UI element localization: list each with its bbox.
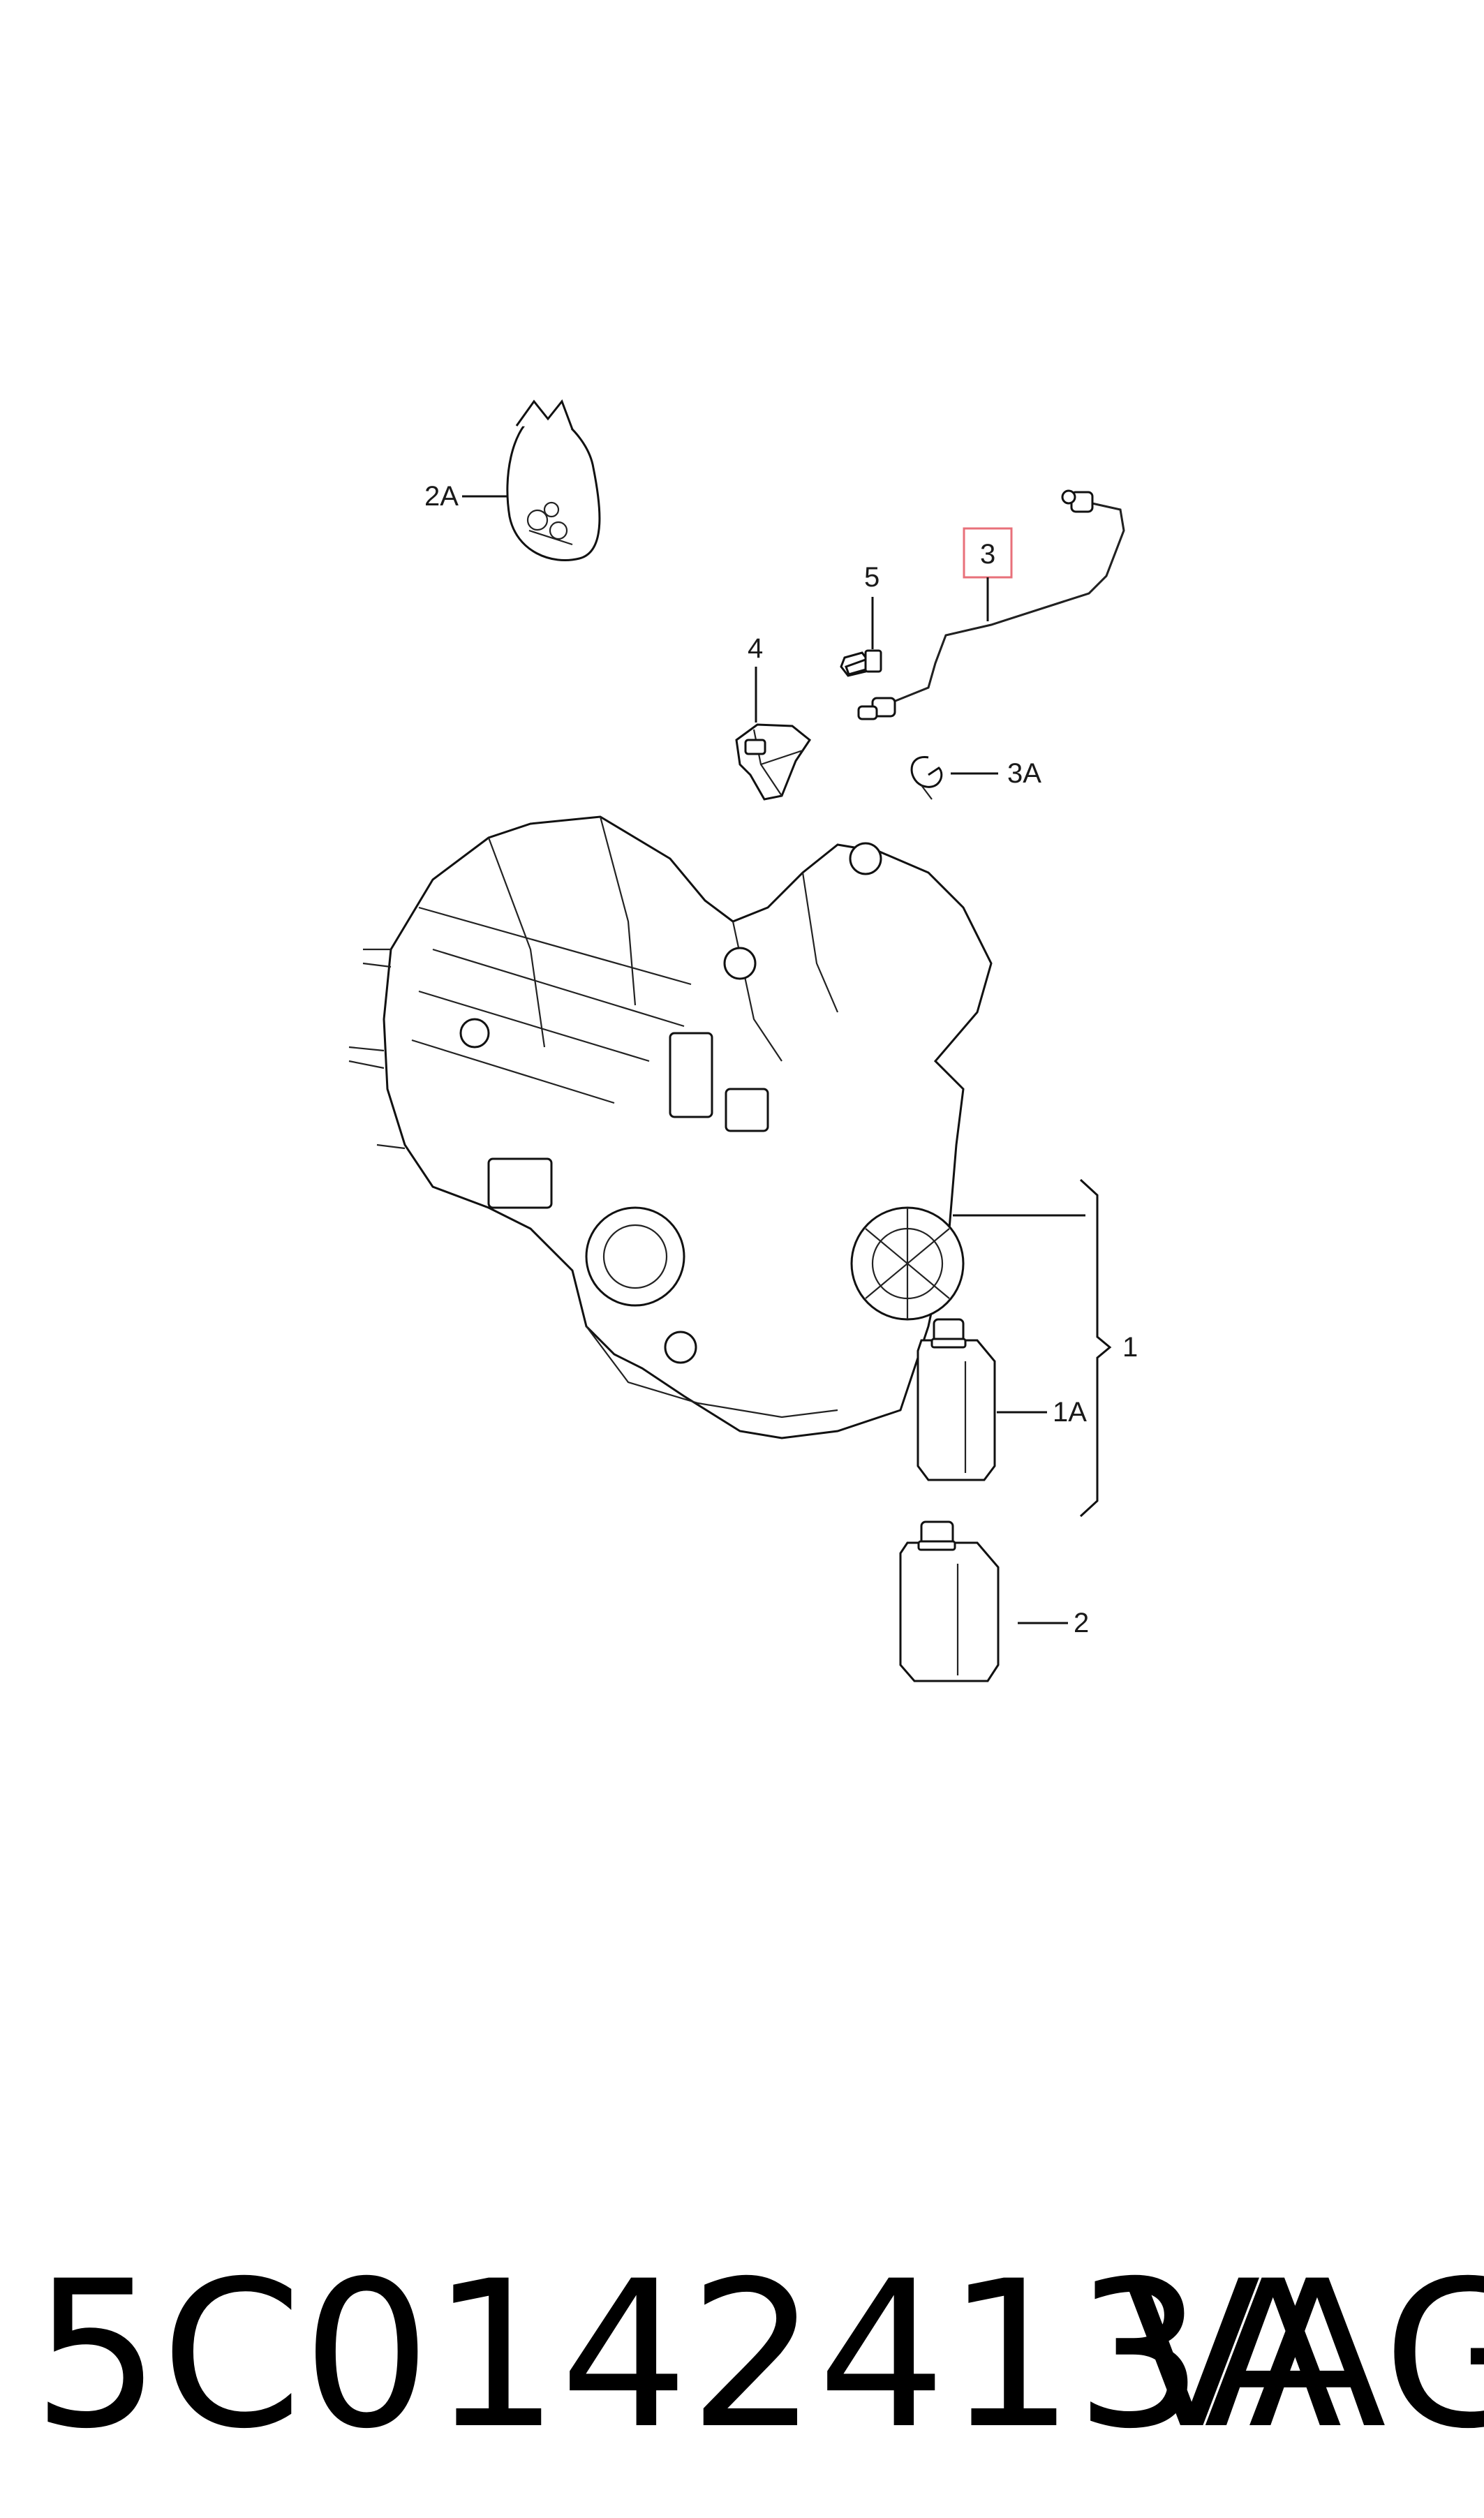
callout-1: 1	[1122, 1332, 1138, 1363]
callout-3: 3	[980, 539, 995, 570]
retaining-clip[interactable]	[910, 756, 943, 800]
callout-2a: 2A	[424, 481, 459, 512]
gearbox-assembly[interactable]	[348, 815, 993, 1439]
footer-caption: 5C0142413A VAG	[0, 2223, 1484, 2489]
breather-pipe[interactable]	[857, 489, 1125, 720]
oil-bottle-2[interactable]	[899, 1520, 1000, 1682]
callout-3a: 3A	[1007, 758, 1041, 789]
callout-5: 5	[864, 562, 880, 593]
parts-bag[interactable]	[506, 399, 601, 561]
oil-bottle-1a[interactable]	[917, 1318, 996, 1481]
callout-1a: 1A	[1053, 1397, 1087, 1428]
part-number: 5C0142413A	[32, 2238, 1342, 2473]
bolt[interactable]	[840, 649, 882, 677]
brand-name: VAG	[1122, 2238, 1484, 2473]
sensor-bracket[interactable]	[735, 723, 812, 801]
callout-4: 4	[748, 633, 763, 664]
bracket-1	[1079, 1178, 1112, 1518]
callout-2: 2	[1074, 1608, 1089, 1638]
